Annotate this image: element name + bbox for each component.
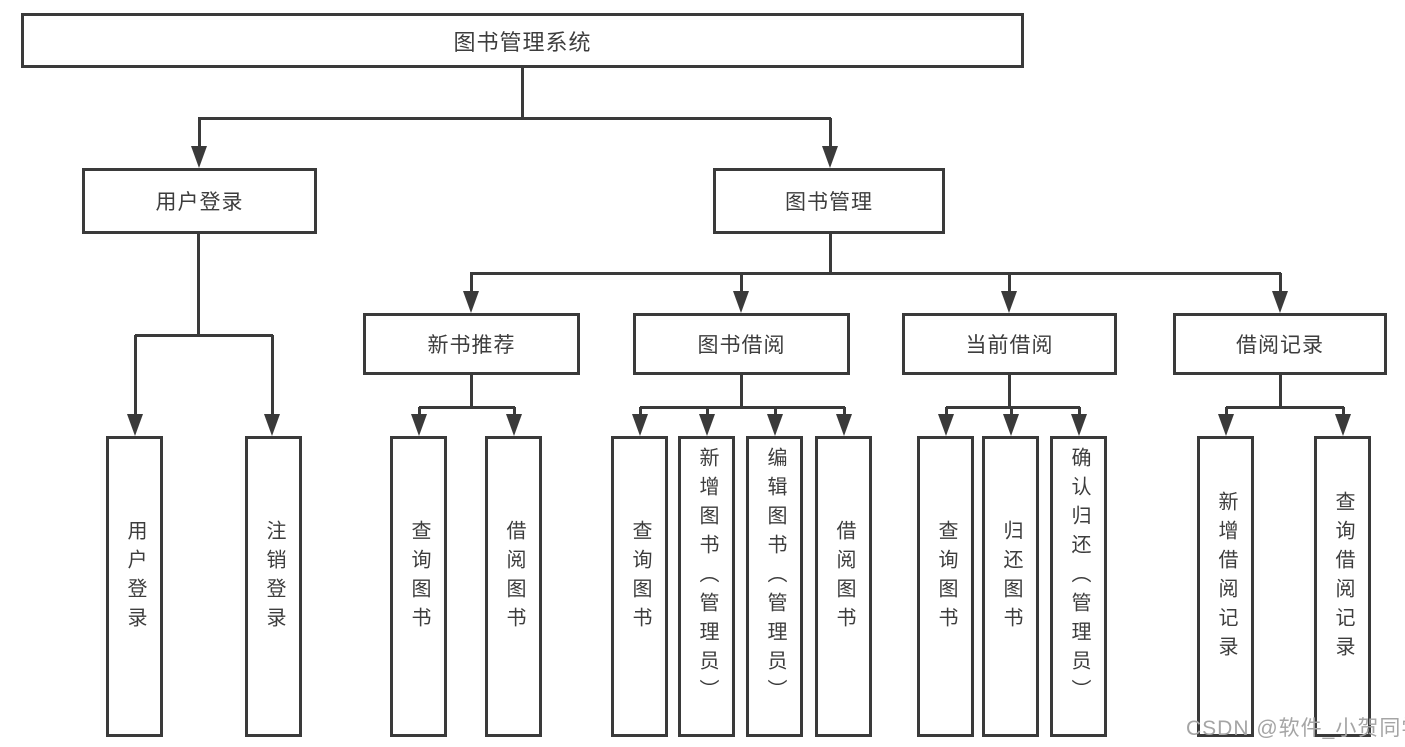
node-root: 图书管理系统 [21,13,1024,68]
connector-line [470,375,473,407]
arrow-shaft [133,335,137,414]
arrow-head-icon [1003,414,1019,436]
arrow-down-icon [733,273,749,313]
leaf-edit-book-admin: 编辑图书（管理员） [746,436,803,737]
connector-line [740,375,743,407]
leaf-add-book-admin: 新增图书（管理员） [678,436,735,737]
arrow-shaft [705,407,709,414]
arrow-down-icon [1001,273,1017,313]
leaf-query-book-1: 查询图书 [390,436,447,737]
node-current-borrow: 当前借阅 [902,313,1117,375]
arrow-down-icon [1335,407,1351,436]
leaf-user-login: 用户登录 [106,436,163,737]
connector-line [198,117,831,120]
connector-line [197,234,200,335]
arrow-head-icon [1071,414,1087,436]
leaf-borrow-book-1: 借阅图书 [485,436,542,737]
arrow-down-icon [1272,273,1288,313]
leaf-logout: 注销登录 [245,436,302,737]
connector-line [1226,406,1344,409]
arrow-shaft [1278,273,1282,291]
arrow-down-icon [127,335,143,436]
arrow-down-icon [632,407,648,436]
connector-line [640,406,845,409]
arrow-shaft [1007,273,1011,291]
arrow-head-icon [506,414,522,436]
arrow-head-icon [127,414,143,436]
connector-line [1008,375,1011,407]
arrow-head-icon [191,146,207,168]
arrow-shaft [842,407,846,414]
arrow-down-icon [1071,407,1087,436]
arrow-head-icon [938,414,954,436]
connector-line [829,234,832,273]
arrow-shaft [944,407,948,414]
arrow-shaft [512,407,516,414]
leaf-add-borrow-record: 新增借阅记录 [1197,436,1254,737]
connector-line [521,68,524,118]
arrow-shaft [773,407,777,414]
node-book-management: 图书管理 [713,168,945,234]
arrow-head-icon [463,291,479,313]
arrow-down-icon [463,273,479,313]
arrow-head-icon [411,414,427,436]
arrow-shaft [197,118,201,146]
arrow-down-icon [822,118,838,168]
arrow-shaft [739,273,743,291]
connector-line [419,406,515,409]
leaf-query-book-3: 查询图书 [917,436,974,737]
arrow-shaft [417,407,421,414]
arrow-down-icon [938,407,954,436]
arrow-head-icon [1335,414,1351,436]
leaf-query-borrow-record: 查询借阅记录 [1314,436,1371,737]
arrow-head-icon [699,414,715,436]
connector-line [470,272,1281,275]
arrow-shaft [1077,407,1081,414]
arrow-down-icon [264,335,280,436]
arrow-down-icon [699,407,715,436]
arrow-head-icon [264,414,280,436]
node-user-login: 用户登录 [82,168,317,234]
arrow-head-icon [632,414,648,436]
leaf-query-book-2: 查询图书 [611,436,668,737]
arrow-head-icon [1218,414,1234,436]
arrow-head-icon [836,414,852,436]
arrow-head-icon [822,146,838,168]
connector-line [1279,375,1282,407]
arrow-shaft [1224,407,1228,414]
arrow-shaft [1341,407,1345,414]
leaf-return-book: 归还图书 [982,436,1039,737]
node-book-borrow: 图书借阅 [633,313,850,375]
arrow-down-icon [411,407,427,436]
arrow-down-icon [506,407,522,436]
csdn-watermark: CSDN @软件_小贺同学 [1186,717,1405,740]
leaf-confirm-return-admin: 确认归还（管理员） [1050,436,1107,737]
arrow-down-icon [767,407,783,436]
arrow-down-icon [1003,407,1019,436]
leaf-borrow-book-2: 借阅图书 [815,436,872,737]
connector-line [946,406,1080,409]
arrow-head-icon [1272,291,1288,313]
connector-line [135,334,273,337]
arrow-down-icon [1218,407,1234,436]
arrow-down-icon [836,407,852,436]
node-new-book-recommend: 新书推荐 [363,313,580,375]
arrow-head-icon [767,414,783,436]
arrow-shaft [638,407,642,414]
arrow-shaft [270,335,274,414]
arrow-down-icon [191,118,207,168]
arrow-head-icon [733,291,749,313]
arrow-shaft [828,118,832,146]
arrow-head-icon [1001,291,1017,313]
node-borrow-records: 借阅记录 [1173,313,1387,375]
arrow-shaft [469,273,473,291]
arrow-shaft [1009,407,1013,414]
